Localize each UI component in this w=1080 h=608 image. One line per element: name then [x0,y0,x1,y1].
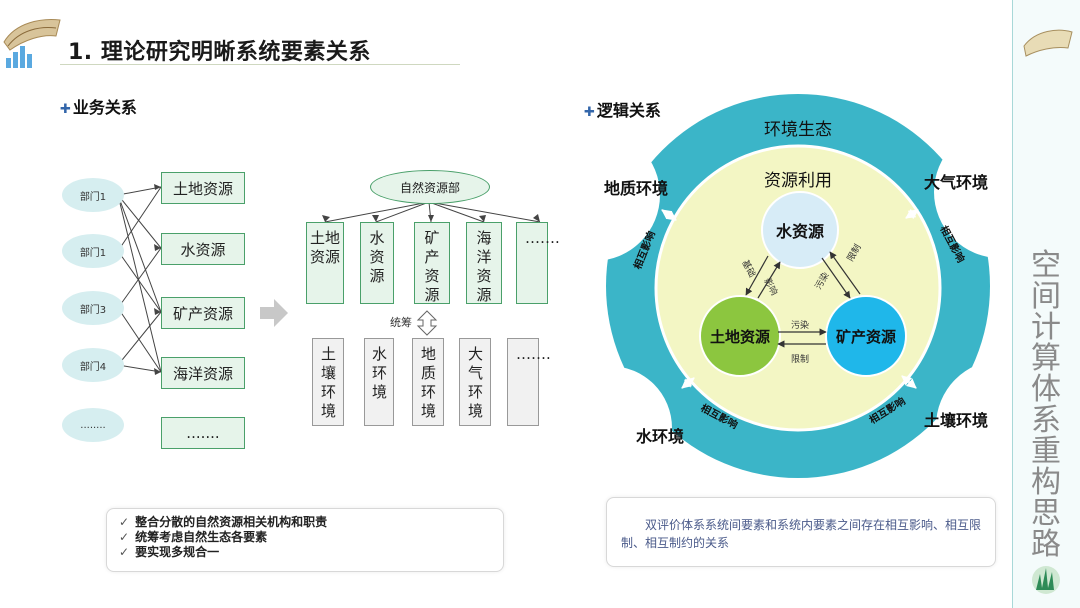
edge-label: 限制 [791,353,809,365]
department-ellipse: 部门1 [62,234,124,268]
natural-resources-dept: 自然资源部 [370,170,490,204]
resource-box: ....... [161,417,245,449]
resource-column-box: 土地资源 [306,222,344,304]
resource-box: 海洋资源 [161,357,245,389]
department-ellipse: 部门3 [62,291,124,325]
mutual-arrow [661,209,677,221]
environment-column-box: 水环境 [364,338,394,426]
vertical-title: 空间计算体系重构思路 [1031,248,1061,562]
relation-arrow [829,251,861,295]
coordinate-label: 统筹 [390,316,412,329]
right-sidebar [1012,0,1080,608]
mineral-resource-label: 矿产资源 [836,328,896,346]
logic-section-label: ✚逻辑关系 [584,101,661,120]
logic-diagram: 环境生态 资源利用 地质环境 大气环境 水环境 土壤环境 相互影响 相互影响 相… [604,94,990,478]
department-ellipse: 部门4 [62,348,124,382]
department-ellipse: ........ [62,408,124,442]
business-notes: ✓整合分散的自然资源相关机构和职责 ✓统筹考虑自然生态各要素 ✓要实现多规合一 [106,508,504,572]
environment-column-box: 大气环境 [459,338,491,426]
department-ellipse: 部门1 [62,178,124,212]
logic-description: 双评价体系系统间要素和系统内要素之间存在相互影响、相互限制、相互制约的关系 [606,497,996,567]
scroll-decoration-icon [1023,29,1073,57]
note-item: ✓要实现多规合一 [119,545,220,559]
water-resource-label: 水资源 [776,222,824,241]
resource-column-box: 矿产资源 [414,222,450,304]
header-logo [3,19,61,68]
resource-column-box: ……. [516,222,560,304]
page-title: 1. 理论研究明晰系统要素关系 [68,40,371,65]
relation-arrow [821,257,851,299]
resource-box: 水资源 [161,233,245,265]
environment-column-box: 土壤环境 [312,338,344,426]
env-label-soil: 土壤环境 [924,411,988,430]
note-item: ✓统筹考虑自然生态各要素 [119,530,268,544]
relation-arrow [757,261,781,299]
mutual-arrow [901,375,917,389]
env-label-air: 大气环境 [924,173,988,192]
title-underline [60,64,460,65]
check-icon: ✓ [119,515,130,529]
check-icon: ✓ [119,530,130,544]
mutual-arrow [681,377,695,389]
outer-ring-title: 环境生态 [764,120,832,140]
land-resource-node [699,295,781,377]
env-label-water: 水环境 [636,427,684,446]
environment-column-box: ……. [507,338,551,426]
relation-arrow [745,255,769,296]
mutual-arrow [905,208,919,220]
bullet-icon: ✚ [60,102,71,117]
bullet-icon: ✚ [584,105,595,120]
resource-box: 矿产资源 [161,297,245,329]
land-resource-label: 土地资源 [710,328,770,346]
environment-column-box: 地质环境 [412,338,444,426]
edge-label: 污染 [791,319,809,331]
resource-box: 土地资源 [161,172,245,204]
resource-column-box: 海洋资源 [466,222,502,304]
dept-resource-connectors [117,184,541,375]
inner-area-title: 资源利用 [764,171,832,191]
env-label-geology: 地质环境 [604,179,668,198]
water-resource-node [761,191,839,269]
up-down-arrow-icon [416,310,438,336]
grass-icon [1032,566,1060,594]
business-section-label: ✚业务关系 [60,98,137,117]
note-item: ✓整合分散的自然资源相关机构和职责 [119,515,328,529]
mineral-resource-node [825,295,907,377]
check-icon: ✓ [119,545,130,559]
resource-column-box: 水资源 [360,222,394,304]
transform-arrow-icon [260,299,288,327]
